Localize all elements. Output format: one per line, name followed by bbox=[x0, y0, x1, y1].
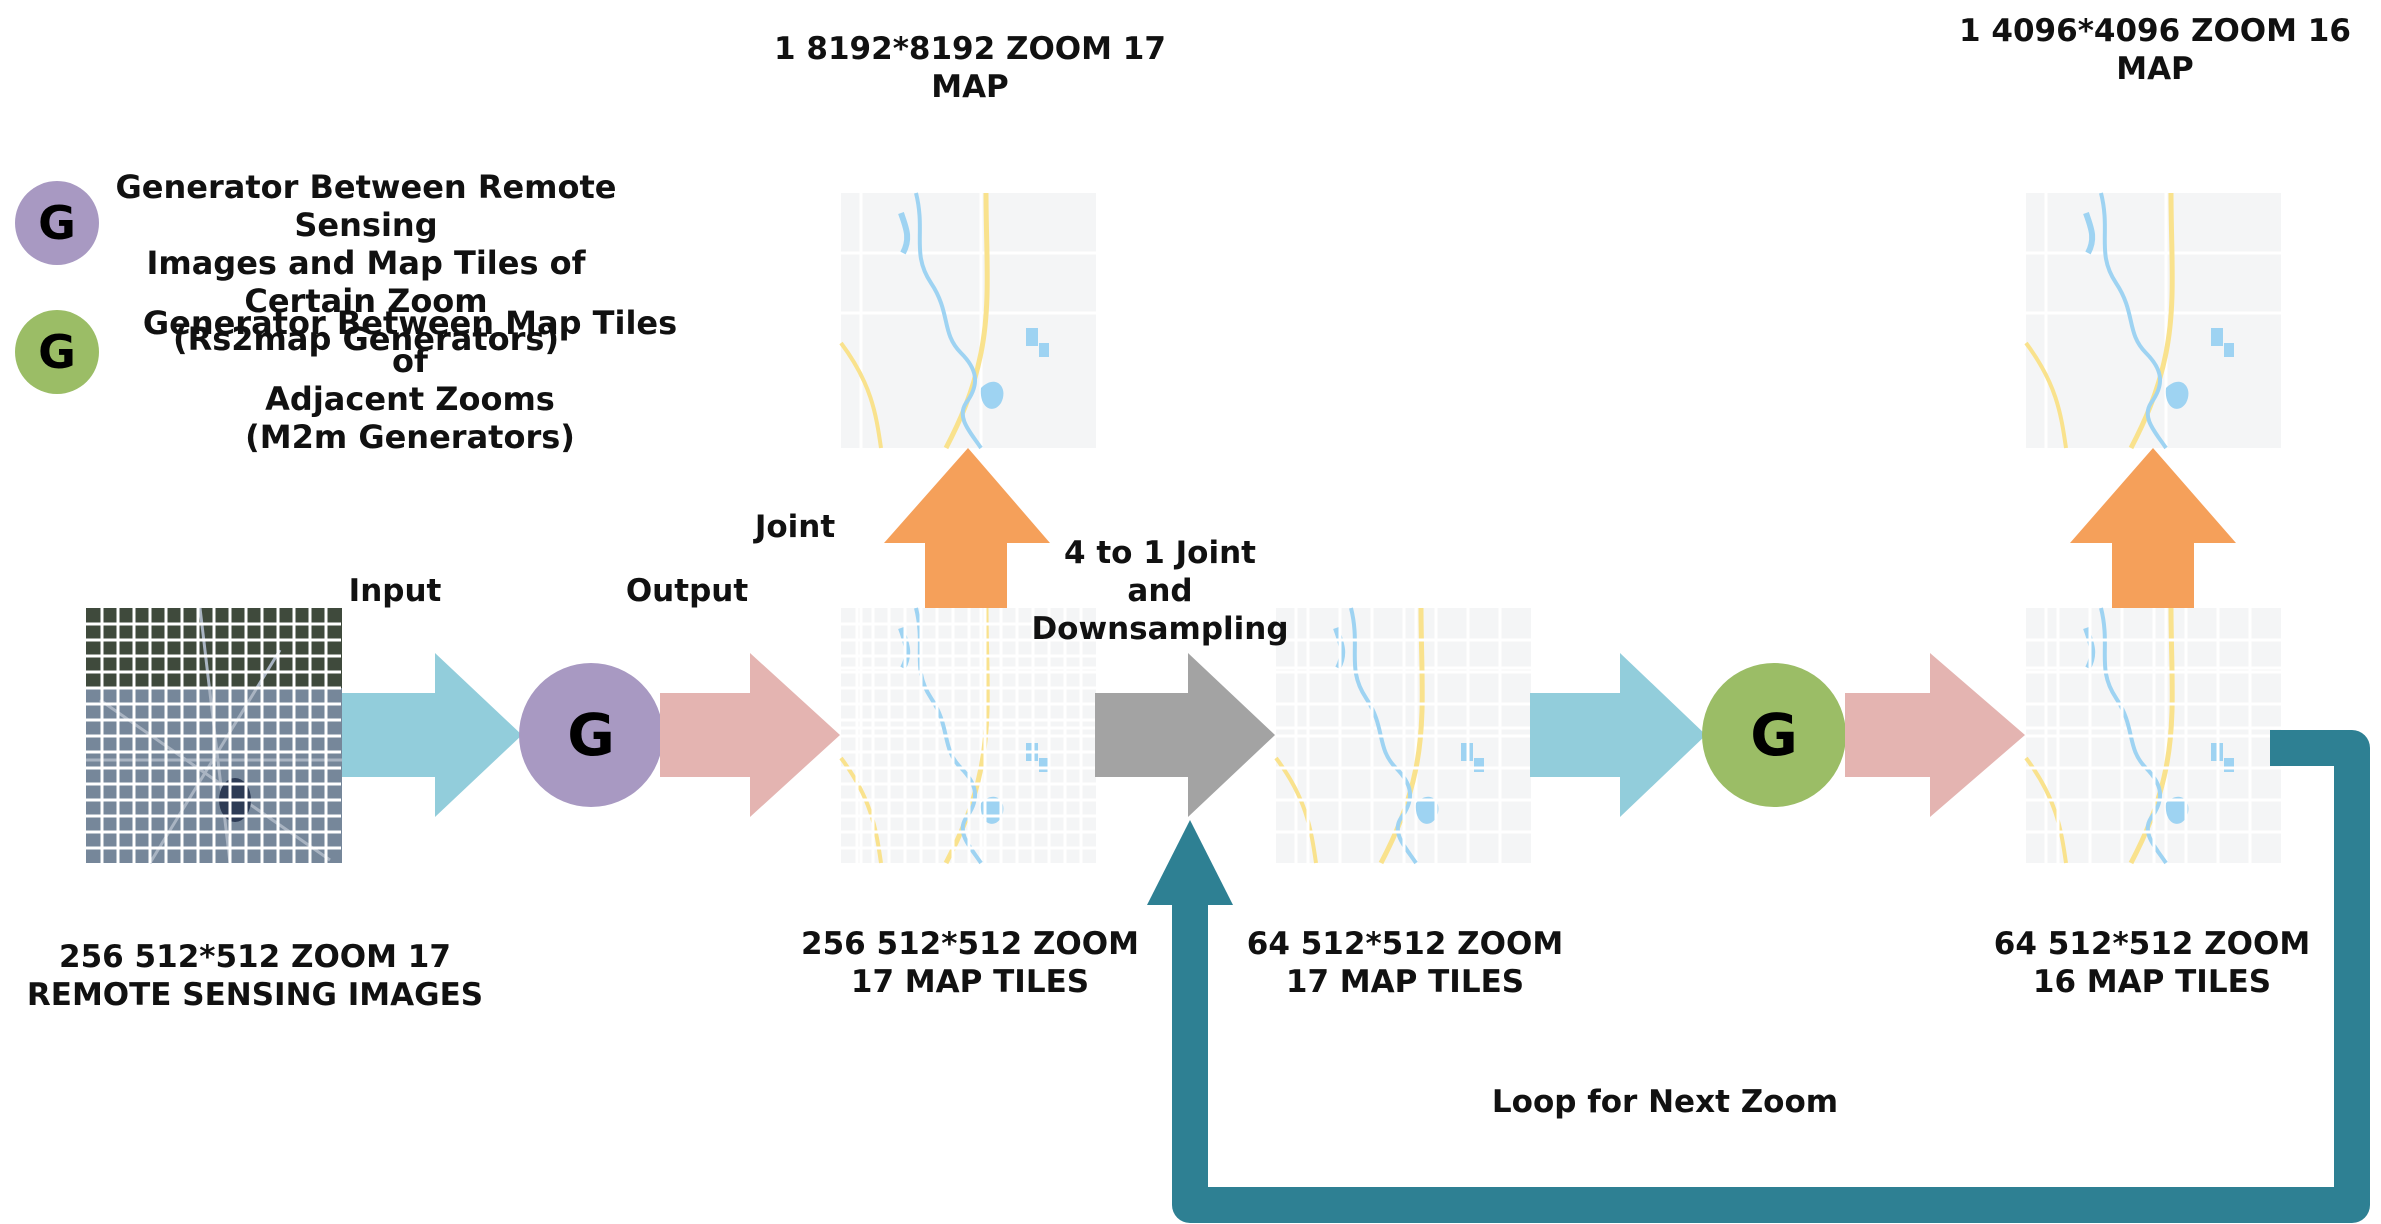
map-tiles-64-z16-image bbox=[2026, 608, 2281, 863]
m2m-generator bbox=[1702, 663, 1846, 807]
output-arrow-2 bbox=[1845, 653, 2025, 817]
map-tiles-64-z17-label: 64 512*512 ZOOM 17 MAP TILES bbox=[1246, 926, 1564, 1000]
joint-label: Joint bbox=[754, 509, 836, 545]
input-label: Input bbox=[348, 573, 442, 609]
rs-images-label: 256 512*512 ZOOM 17 REMOTE SENSING IMAGE… bbox=[26, 939, 484, 1013]
legend-m2m-symbol bbox=[15, 310, 99, 394]
big-map-z16-image bbox=[2026, 193, 2281, 448]
legend-m2m-letter: G bbox=[38, 325, 76, 379]
legend-rs2map-letter: G bbox=[38, 196, 76, 250]
joint-arrow-2 bbox=[2070, 448, 2236, 608]
joint-arrow-1 bbox=[884, 448, 1050, 608]
output-arrow-1 bbox=[660, 653, 840, 817]
map-tiles-64-z16-label: 64 512*512 ZOOM 16 MAP TILES bbox=[1993, 926, 2311, 1000]
legend-rs2map-text: Generator Between Remote Sensing Images … bbox=[115, 168, 617, 358]
big-map-z16-label: 1 4096*4096 ZOOM 16 MAP bbox=[1959, 13, 2351, 87]
remote-sensing-image bbox=[84, 606, 343, 865]
big-map-z17-image bbox=[841, 193, 1096, 448]
loop-arrowhead bbox=[1147, 820, 1233, 905]
input-arrow-1 bbox=[342, 653, 522, 817]
loop-label: Loop for Next Zoom bbox=[1491, 1084, 1839, 1120]
downsampling-arrow bbox=[1095, 653, 1275, 817]
big-map-z17-label: 1 8192*8192 ZOOM 17 MAP bbox=[774, 31, 1166, 105]
rs2map-generator bbox=[519, 663, 663, 807]
m2m-generator-letter: G bbox=[1750, 701, 1798, 769]
legend-m2m-text: Generator Between Map Tiles of Adjacent … bbox=[142, 304, 678, 456]
loop-line bbox=[1172, 730, 2370, 1223]
input-arrow-2 bbox=[1530, 653, 1706, 817]
map-tiles-256-label: 256 512*512 ZOOM 17 MAP TILES bbox=[801, 926, 1139, 1000]
legend-rs2map-symbol bbox=[15, 181, 99, 265]
joint-downsampling-label: 4 to 1 Joint and Downsampling bbox=[1031, 535, 1289, 647]
rs2map-generator-letter: G bbox=[567, 701, 615, 769]
map-tiles-64-z17-image bbox=[1276, 608, 1531, 863]
output-label: Output bbox=[625, 573, 749, 609]
